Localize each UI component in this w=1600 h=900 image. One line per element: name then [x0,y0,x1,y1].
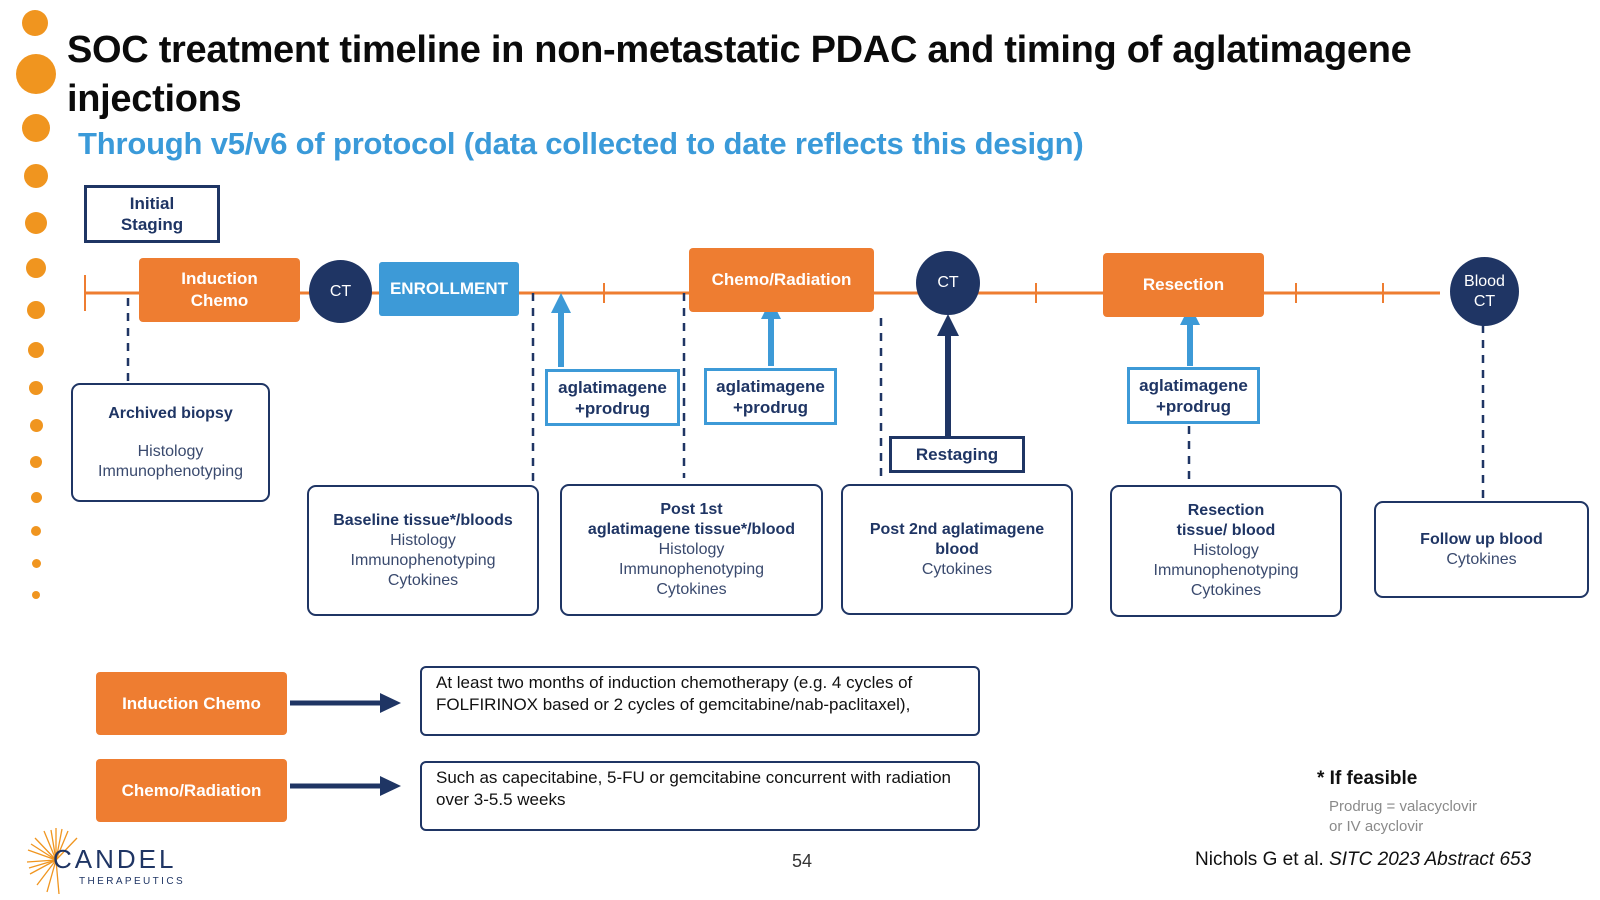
legend-label: Induction Chemo [122,693,261,713]
sample-box-post-2nd: Post 2nd aglatimagene blood Cytokines [841,484,1073,615]
sample-title: Follow up blood [1420,530,1543,548]
legend-induction-chemo-desc: At least two months of induction chemoth… [420,666,980,736]
footnote-line: Prodrug = valacyclovir [1329,798,1477,815]
ct-label-2: CT [937,274,959,291]
sample-line: Cytokines [387,571,459,589]
sample-title: Post 2nd aglatimagene blood [869,520,1045,558]
footnote-heading: * If feasible [1317,768,1418,789]
legend-arrow-head [380,693,401,713]
sample-box-resection: Resection tissue/ blood Histology Immuno… [1110,485,1342,617]
enrollment-label: ENROLLMENT [389,279,509,298]
legend-arrow-head [380,776,401,796]
deco-dot [26,258,46,278]
citation: Nichols G et al. SITC 2023 Abstract 653 [1195,849,1531,871]
legend-induction-chemo-box: Induction Chemo [96,672,287,735]
deco-dot [31,492,42,503]
footnote-line: or IV acyclovir [1329,818,1424,835]
sample-line: Histology [137,442,204,460]
deco-dot [28,342,44,358]
injection-box-1: aglatimagene +prodrug [545,369,680,426]
restaging-box: Restaging [889,436,1025,473]
chemo-radiation-box: Chemo/Radiation [689,248,874,312]
induction-chemo-box: Induction Chemo [139,258,300,322]
legend-text: Such as capecitabine, 5-FU or gemcitabin… [436,768,951,809]
chemo-radiation-label: Chemo/Radiation [711,270,852,289]
sample-box-follow-up: Follow up blood Cytokines [1374,501,1589,598]
sample-line: Cytokines [1446,550,1517,568]
sample-title: Baseline tissue*/bloods [333,511,513,529]
sample-box-baseline: Baseline tissue*/bloods Histology Immuno… [307,485,539,616]
citation-authors: Nichols G et al. [1195,849,1330,870]
initial-staging-box: Initial Staging [84,185,220,243]
sample-line: Immunophenotyping [1153,562,1299,579]
injection-arrow-head [551,293,571,313]
injection-label: aglatimagene +prodrug [716,376,825,417]
deco-dot [25,212,47,234]
injection-label: aglatimagene +prodrug [558,377,667,418]
ct-circle-1: CT [309,260,372,323]
legend-chemo-radiation-desc: Such as capecitabine, 5-FU or gemcitabin… [420,761,980,831]
enrollment-box: ENROLLMENT [379,262,519,316]
page-number: 54 [792,851,813,871]
citation-source: SITC 2023 Abstract 653 [1329,849,1532,870]
sample-line: Cytokines [656,581,727,598]
deco-dot [16,54,56,94]
deco-dot [22,10,48,36]
deco-dot [32,591,40,599]
logo-sub: THERAPEUTICS [79,876,186,887]
sample-line: Immunophenotyping [350,551,496,569]
blood-ct-circle: Blood CT [1450,257,1519,326]
sample-title: Post 1st aglatimagene tissue*/blood [587,501,796,538]
sample-line: Cytokines [921,560,993,578]
deco-dot [30,456,42,468]
deco-dot [27,301,45,319]
page-subtitle: Through v5/v6 of protocol (data collecte… [78,126,1084,161]
logo-name: CANDEL [53,844,177,874]
footnote-text: Prodrug = valacyclovir or IV acyclovir [1329,797,1477,837]
sample-line: Cytokines [1190,582,1262,599]
injection-label: aglatimagene +prodrug [1139,375,1248,416]
initial-staging-label: Initial Staging [120,194,184,234]
sample-title: Archived biopsy [108,404,233,422]
sample-box-post-1st: Post 1st aglatimagene tissue*/blood Hist… [560,484,823,616]
sunburst-icon [26,828,78,895]
deco-dot [31,526,41,536]
ct-label-1: CT [329,282,352,300]
resection-label: Resection [1142,275,1225,294]
sample-line: Histology [390,531,456,549]
deco-dot [22,114,50,142]
resection-box: Resection [1103,253,1264,317]
induction-chemo-label: Induction Chemo [181,269,258,310]
sample-line: Histology [658,541,725,558]
restaging-label: Restaging [915,445,999,464]
candel-logo: CANDEL THERAPEUTICS [26,826,196,896]
deco-dot [32,559,41,568]
sample-line: Immunophenotyping [619,561,764,578]
sample-title: Resection tissue/ blood [1176,502,1276,539]
ct-circle-2: CT [916,251,980,315]
restaging-arrow-head [937,314,959,336]
injection-box-3: aglatimagene +prodrug [1127,367,1260,424]
sample-line: Histology [1193,542,1259,559]
injection-box-2: aglatimagene +prodrug [704,368,837,425]
deco-dot [24,164,48,188]
sample-box-archived-biopsy: Archived biopsy Histology Immunophenotyp… [71,383,270,502]
legend-label: Chemo/Radiation [121,780,262,800]
blood-ct-label: Blood CT [1464,272,1505,310]
sample-line: Immunophenotyping [98,462,243,480]
deco-dot [29,381,43,395]
legend-text: At least two months of induction chemoth… [436,673,913,714]
page-title: SOC treatment timeline in non-metastatic… [67,29,1412,120]
deco-dot [30,419,43,432]
legend-chemo-radiation-box: Chemo/Radiation [96,759,287,822]
